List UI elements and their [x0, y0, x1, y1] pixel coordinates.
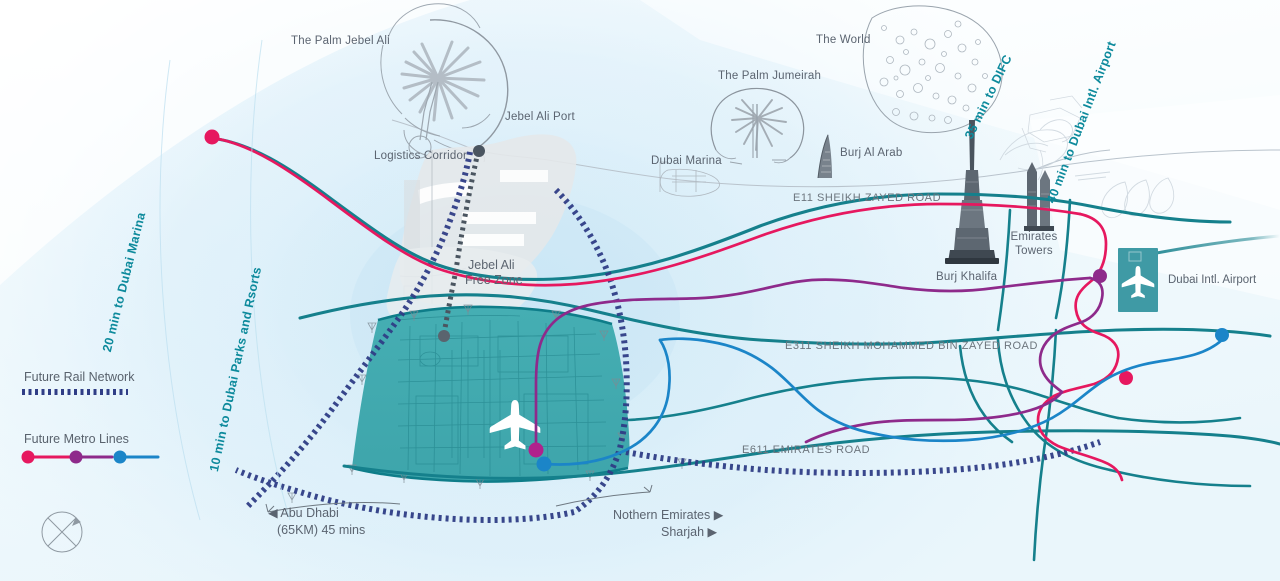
city-blocks-sketch — [1021, 95, 1083, 181]
time-arc-guides — [159, 39, 291, 521]
metro-blue-terminus-east — [1215, 328, 1229, 342]
burj-al-arab-icon — [817, 134, 832, 179]
logistics-corridor-node-south — [438, 330, 450, 342]
the-world-islands — [862, 5, 1003, 134]
burj-khalifa-icon — [945, 120, 999, 264]
metro-blue-terminus-zone — [536, 456, 552, 472]
metro-line-blue — [544, 337, 1224, 466]
palm-jebel-ali-island — [380, 3, 509, 163]
zone-edge-north — [377, 305, 613, 326]
metro-pink-terminus-west — [204, 129, 220, 145]
airplane-icon-al-maktoum — [489, 400, 541, 450]
perimeter-marks — [287, 304, 687, 503]
sea-area-east — [1030, 95, 1280, 300]
logistics-corridor-line — [441, 151, 481, 335]
airplane-icon-dubai-intl — [1121, 251, 1155, 298]
compass-icon — [41, 511, 83, 553]
metro-purple-terminus-zone — [528, 442, 544, 458]
legend-metro-samples — [21, 450, 160, 464]
future-rail-network — [234, 151, 1101, 523]
dubai-marina-sketch — [659, 161, 720, 197]
metro-pink-terminus-east — [1119, 371, 1133, 385]
palm-jumeirah-island — [710, 87, 805, 165]
airport-layout-sketch — [397, 315, 607, 477]
creek-outline — [999, 119, 1175, 219]
direction-brackets — [265, 484, 653, 513]
metro-line-pink — [211, 136, 1124, 482]
distance-halos — [0, 0, 1125, 581]
road-network-links — [626, 198, 1252, 562]
road-network-e611 — [342, 429, 1280, 480]
sea-area-west — [0, 0, 470, 285]
al-maktoum-airport-zone — [352, 306, 630, 482]
logistics-corridor-node-north — [473, 145, 485, 157]
metro-purple-terminus-east — [1093, 269, 1107, 283]
road-network-e311 — [298, 293, 1272, 346]
